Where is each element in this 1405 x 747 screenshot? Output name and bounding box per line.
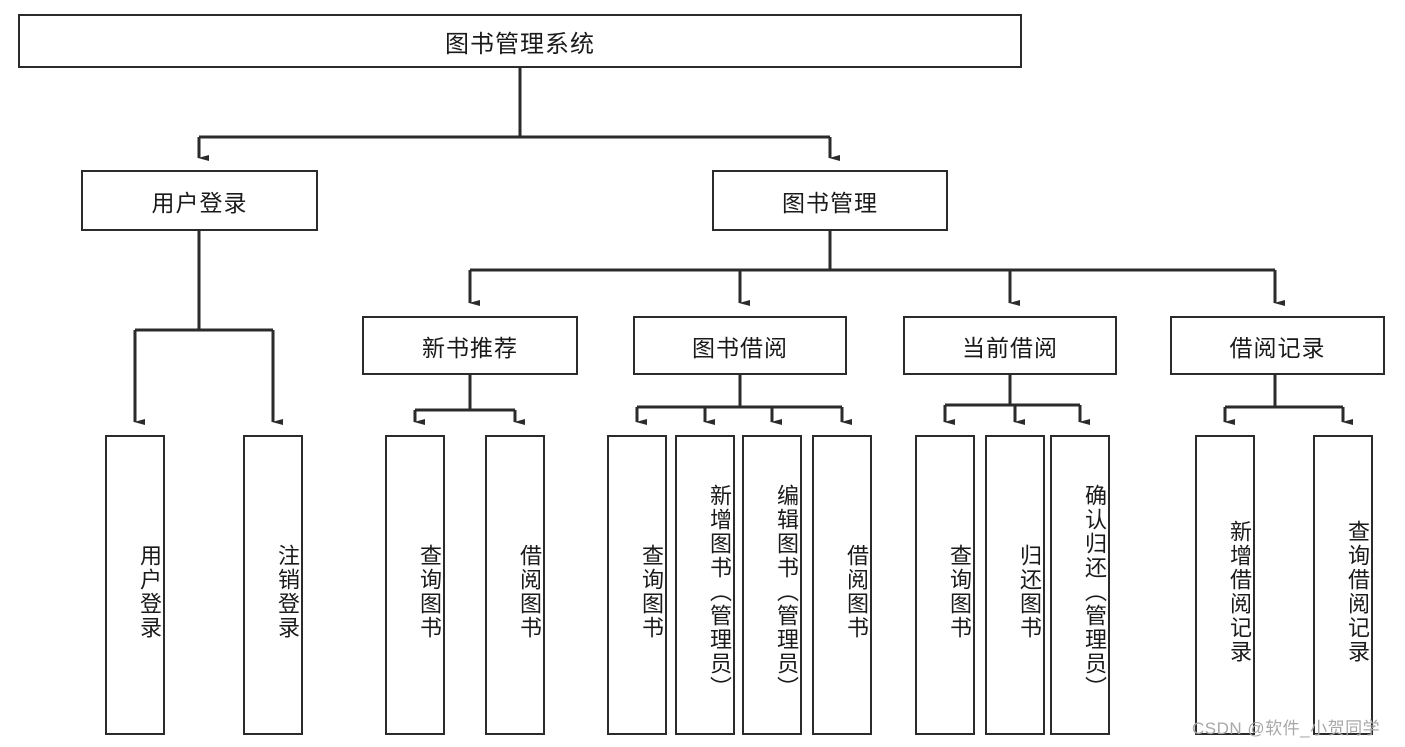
node-leaf-user-login[interactable]: 用户登录 bbox=[105, 435, 165, 735]
node-label: 新增借阅记录 bbox=[1227, 520, 1252, 664]
node-label: 注销登录 bbox=[275, 544, 300, 640]
node-book-borrow[interactable]: 图书借阅 bbox=[633, 316, 847, 375]
node-leaf-query-book-3[interactable]: 查询图书 bbox=[915, 435, 975, 735]
node-label: 当前借阅 bbox=[962, 334, 1058, 361]
node-leaf-query-book-1[interactable]: 查询图书 bbox=[385, 435, 445, 735]
node-leaf-borrow-book-2[interactable]: 借阅图书 bbox=[812, 435, 872, 735]
watermark-text: CSDN @软件_小贺同学 bbox=[1192, 719, 1381, 738]
node-leaf-edit-book[interactable]: 编辑图书（管理员） bbox=[742, 435, 802, 735]
node-leaf-add-record[interactable]: 新增借阅记录 bbox=[1195, 435, 1255, 735]
node-label: 借阅图书 bbox=[844, 544, 869, 640]
node-label: 图书管理系统 bbox=[445, 30, 595, 58]
node-user-login[interactable]: 用户登录 bbox=[81, 170, 318, 231]
node-root-system[interactable]: 图书管理系统 bbox=[18, 14, 1022, 68]
node-label: 归还图书 bbox=[1017, 544, 1042, 640]
node-new-book-rec[interactable]: 新书推荐 bbox=[362, 316, 578, 375]
node-label: 新增图书（管理员） bbox=[707, 484, 732, 700]
node-leaf-borrow-book-1[interactable]: 借阅图书 bbox=[485, 435, 545, 735]
node-label: 编辑图书（管理员） bbox=[774, 484, 799, 700]
node-label: 查询图书 bbox=[947, 544, 972, 640]
node-label: 图书借阅 bbox=[692, 334, 788, 361]
node-label: 借阅记录 bbox=[1229, 334, 1326, 361]
node-label: 查询图书 bbox=[639, 544, 664, 640]
node-label: 图书管理 bbox=[782, 189, 878, 216]
node-leaf-user-logout[interactable]: 注销登录 bbox=[243, 435, 303, 735]
node-label: 借阅图书 bbox=[517, 544, 542, 640]
node-label: 用户登录 bbox=[137, 544, 162, 640]
node-current-borrow[interactable]: 当前借阅 bbox=[903, 316, 1117, 375]
node-leaf-return-book[interactable]: 归还图书 bbox=[985, 435, 1045, 735]
node-label: 查询图书 bbox=[417, 544, 442, 640]
node-label: 用户登录 bbox=[151, 189, 248, 216]
node-leaf-query-book-2[interactable]: 查询图书 bbox=[607, 435, 667, 735]
node-label: 新书推荐 bbox=[422, 334, 518, 361]
node-leaf-add-book[interactable]: 新增图书（管理员） bbox=[675, 435, 735, 735]
node-leaf-query-record[interactable]: 查询借阅记录 bbox=[1313, 435, 1373, 735]
node-label: 确认归还（管理员） bbox=[1082, 484, 1107, 700]
node-leaf-confirm-return[interactable]: 确认归还（管理员） bbox=[1050, 435, 1110, 735]
node-borrow-record[interactable]: 借阅记录 bbox=[1170, 316, 1385, 375]
node-label: 查询借阅记录 bbox=[1345, 520, 1370, 664]
node-book-manage[interactable]: 图书管理 bbox=[712, 170, 948, 231]
